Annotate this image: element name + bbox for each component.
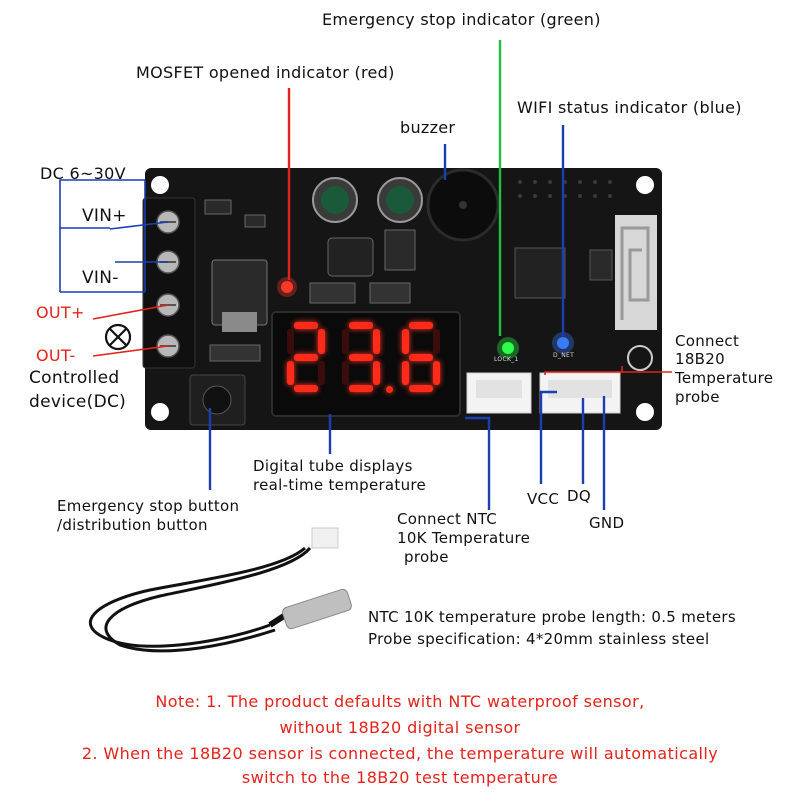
decimal-point <box>386 386 393 393</box>
display-digit-3 <box>402 322 440 392</box>
segment-b <box>433 329 440 354</box>
probe-tube <box>282 588 352 630</box>
segment-f <box>287 329 294 354</box>
segment-e <box>402 360 409 385</box>
note-line-4: switch to the 18B20 test temperature <box>241 768 559 787</box>
segment-a <box>349 322 373 329</box>
segment-g <box>409 353 433 361</box>
dc-range-label: DC 6~30V <box>40 164 126 183</box>
red-led <box>281 281 293 293</box>
note-line-2: without 18B20 digital sensor <box>279 718 521 737</box>
lock-label: LOCK_1 <box>494 356 519 363</box>
display-digit-2 <box>342 322 380 392</box>
segment-f <box>342 329 349 354</box>
segment-e <box>287 360 294 385</box>
controlled-device-label-1: Controlled <box>29 368 120 388</box>
buzzer-label: buzzer <box>400 118 456 137</box>
controlled-device-label-2: device(DC) <box>29 392 127 412</box>
green-led <box>502 342 514 354</box>
inductor <box>327 237 374 277</box>
segment-f <box>402 329 409 354</box>
note-line-1: Note: 1. The product defaults with NTC w… <box>155 692 645 711</box>
out-plus-label: OUT+ <box>36 303 85 322</box>
output-load-symbol <box>104 323 132 351</box>
vcc-label: VCC <box>527 490 560 508</box>
segment-g <box>294 353 318 361</box>
probe-spec-text: Probe specification: 4*20mm stainless st… <box>368 630 710 648</box>
out-minus-label: OUT- <box>36 346 76 365</box>
segment-b <box>318 329 325 354</box>
segment-b <box>373 329 380 354</box>
mount-hole-tl <box>151 176 169 194</box>
mount-hole-tr <box>636 176 654 194</box>
segment-g <box>349 353 373 361</box>
emergency-button-label-1: Emergency stop button <box>57 497 240 515</box>
emergency-button-label-2: /distribution button <box>57 516 208 534</box>
digital-tube-label-1: Digital tube displays <box>253 457 413 475</box>
net-label: D_NET <box>553 352 575 359</box>
segment-e <box>342 360 349 385</box>
emergency-stop-indicator-label: Emergency stop indicator (green) <box>322 10 601 29</box>
blue-led <box>557 337 569 349</box>
connect-ntc-label-3: probe <box>404 548 449 566</box>
connect-ntc-label-1: Connect NTC <box>397 510 498 528</box>
segment-a <box>409 322 433 329</box>
connect-ntc-label-2: 10K Temperature <box>397 529 531 547</box>
connect-18b20-label-1: Connect <box>675 332 740 350</box>
gnd-label: GND <box>589 514 625 532</box>
dq-label: DQ <box>567 487 591 505</box>
board-logo <box>627 345 653 371</box>
segment-a <box>294 322 318 329</box>
vin-minus-label: VIN- <box>82 268 119 288</box>
connect-18b20-label-3: Temperature <box>675 369 774 387</box>
wifi-indicator-label: WIFI status indicator (blue) <box>517 98 742 117</box>
segment-d <box>349 385 373 392</box>
vin-plus-label: VIN+ <box>82 206 127 226</box>
mosfet-indicator-label: MOSFET opened indicator (red) <box>136 63 395 82</box>
digital-tube-label-2: real-time temperature <box>253 476 427 494</box>
display-digit-1 <box>287 322 325 392</box>
mount-hole-br <box>636 403 654 421</box>
probe-plug <box>311 527 339 549</box>
connect-18b20-label-2: 18B20 <box>675 350 725 368</box>
segment-c <box>318 360 325 385</box>
probe-length-text: NTC 10K temperature probe length: 0.5 me… <box>368 608 736 626</box>
terminal-block <box>142 197 196 369</box>
note-line-3: 2. When the 18B20 sensor is connected, t… <box>81 744 719 763</box>
segment-c <box>373 360 380 385</box>
mcu-chip <box>514 247 566 299</box>
segment-d <box>409 385 433 392</box>
connect-18b20-label-4: probe <box>675 388 720 406</box>
mount-hole-bl <box>151 403 169 421</box>
segment-c <box>433 360 440 385</box>
segment-d <box>294 385 318 392</box>
